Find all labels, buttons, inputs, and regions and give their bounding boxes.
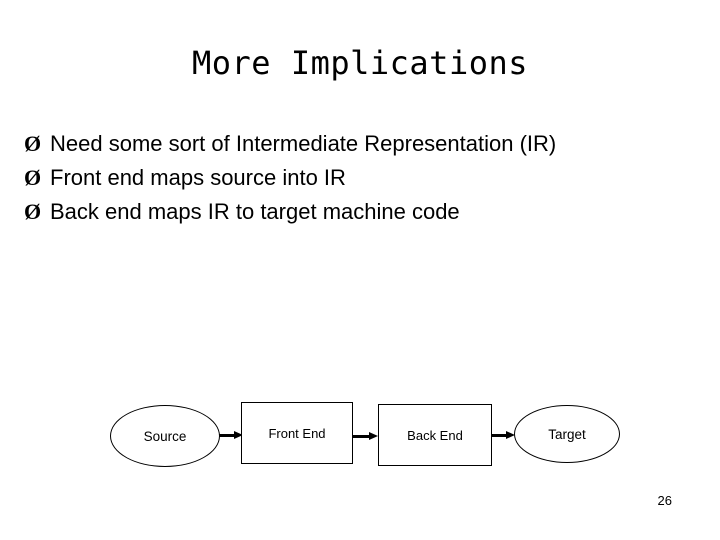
- list-item-label: Front end maps source into IR: [50, 165, 346, 190]
- arrow-back-end-to-target: [492, 431, 516, 440]
- list-item: Ø Need some sort of Intermediate Represe…: [24, 128, 696, 160]
- diagram-node-source: Source: [110, 405, 220, 467]
- diagram-node-back-end: Back End: [378, 404, 492, 466]
- diagram-node-front-end-label: Front End: [268, 425, 326, 441]
- bullet-list: Ø Need some sort of Intermediate Represe…: [24, 128, 696, 230]
- arrow-front-end-to-back-end: [353, 432, 379, 441]
- page-title: More Implications: [191, 44, 528, 82]
- compiler-pipeline-diagram: Source Front End Back End Target: [0, 386, 720, 496]
- diagram-node-front-end: Front End: [241, 402, 353, 464]
- list-item-label: Back end maps IR to target machine code: [50, 199, 460, 224]
- list-item: Ø Front end maps source into IR: [24, 162, 696, 194]
- diagram-node-source-label: Source: [143, 428, 187, 444]
- arrow-source-to-front-end: [219, 431, 243, 440]
- diagram-node-back-end-label: Back End: [407, 427, 463, 443]
- diagram-node-target-label: Target: [548, 426, 586, 442]
- diagram-node-target: Target: [514, 405, 620, 463]
- bullet-marker-icon: Ø: [24, 131, 42, 156]
- page-number: 26: [657, 493, 672, 508]
- list-item-label: Need some sort of Intermediate Represent…: [50, 131, 557, 156]
- bullet-marker-icon: Ø: [24, 199, 42, 224]
- bullet-marker-icon: Ø: [24, 165, 42, 190]
- list-item: Ø Back end maps IR to target machine cod…: [24, 196, 696, 228]
